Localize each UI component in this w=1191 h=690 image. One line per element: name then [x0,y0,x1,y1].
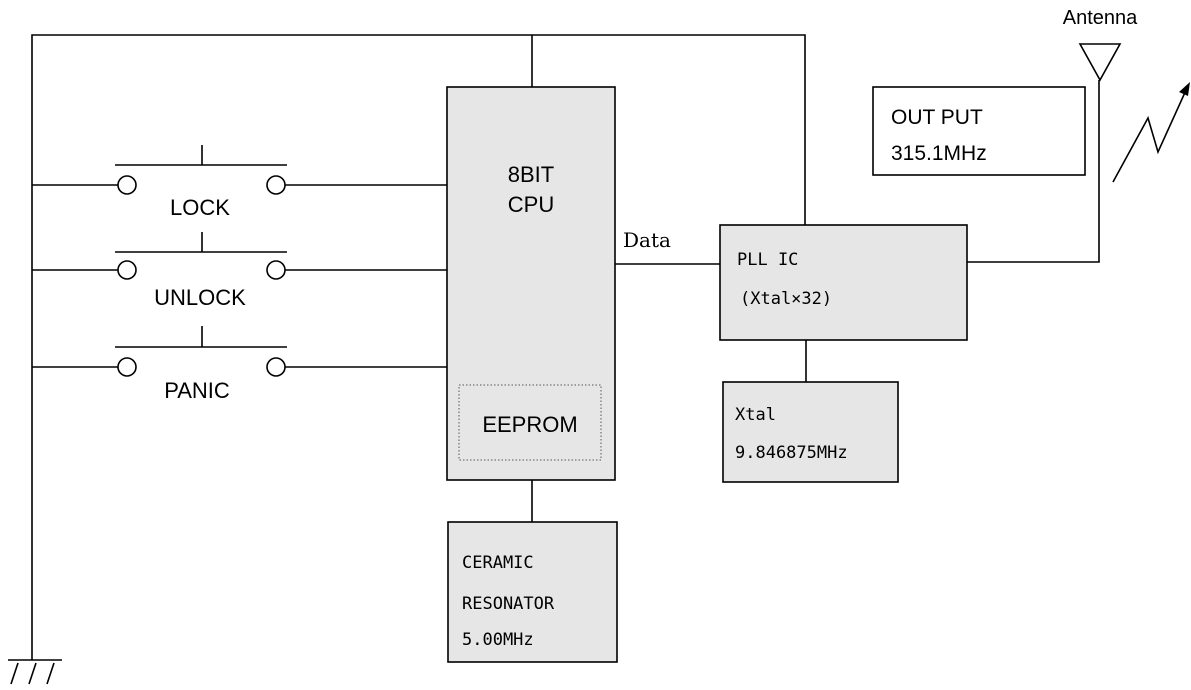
xtal-block: Xtal 9.846875MHz [722,381,899,483]
antenna-feed-wire [967,80,1100,263]
switch-panic: PANIC [32,326,447,403]
output-label-1: OUT PUT [891,106,983,129]
output-label-2: 315.1MHz [891,142,987,165]
resonator-label-3: 5.00MHz [462,630,534,650]
switch-unlock: UNLOCK [32,232,447,310]
eeprom-block [458,384,602,461]
antenna-label: Antenna [1063,7,1138,29]
switch-lock-label: LOCK [170,195,230,220]
xtal-label-2: 9.846875MHz [735,443,848,463]
ground-symbol [8,659,62,685]
pll-label-1: PLL IC [737,250,798,270]
resonator-label-2: RESONATOR [462,594,555,614]
cpu-block: 8BIT CPU EEPROM [446,86,616,481]
cpu-label-name: CPU [508,192,554,217]
eeprom-label: EEPROM [482,412,577,437]
data-line-label: Data [623,228,671,252]
cpu-label-bits: 8BIT [508,162,554,187]
resonator-label-1: CERAMIC [462,553,534,573]
switch-lock: LOCK [32,145,447,220]
power-rail [31,34,806,660]
ceramic-resonator-block: CERAMIC RESONATOR 5.00MHz [447,521,618,663]
pll-ic-block: PLL IC (Xtal×32) [719,224,968,341]
output-spec-box: OUT PUT 315.1MHz [872,86,1086,176]
xtal-label-1: Xtal [735,405,776,425]
pll-label-2: (Xtal×32) [740,289,832,309]
switch-unlock-label: UNLOCK [154,285,246,310]
radio-wave-icon [1112,82,1190,183]
antenna-icon [1078,43,1122,82]
switch-panic-label: PANIC [164,378,230,403]
data-line: Data [615,228,720,265]
